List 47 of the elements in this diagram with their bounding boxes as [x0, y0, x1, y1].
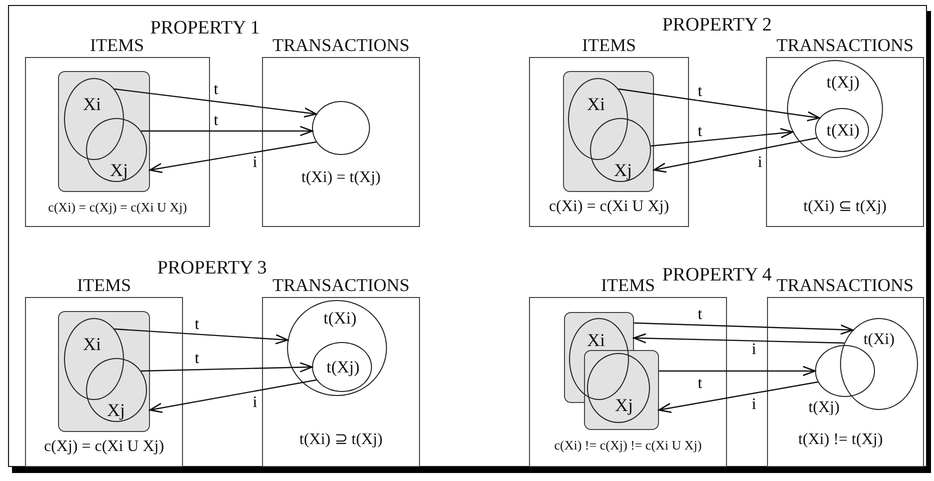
arrow [633, 333, 844, 344]
panel-heading: ITEMS [90, 36, 144, 54]
set-label: t(Xi) [826, 122, 860, 138]
set-label: t(Xj) [326, 358, 360, 376]
set-label: Xj [614, 161, 632, 179]
set-label: t(Xi) [863, 332, 895, 348]
arrow [141, 126, 313, 136]
arrow [141, 362, 313, 372]
set-label: t(Xj) [826, 74, 860, 90]
panel-heading: ITEMS [77, 276, 131, 294]
set-label: Xi [83, 95, 101, 113]
arrow [659, 366, 816, 376]
panel-heading: TRANSACTIONS [272, 276, 410, 294]
set-label: Xi [587, 95, 605, 113]
set-label: Xi [83, 335, 101, 353]
property-title: PROPERTY 1 [150, 18, 260, 38]
set-label: Xi [587, 331, 605, 349]
edge-label: t [696, 84, 704, 100]
arrow [149, 141, 316, 174]
formula-text: c(Xi) != c(Xj) != c(Xi U Xj) [554, 438, 702, 452]
arrow [650, 128, 794, 147]
panel-heading: TRANSACTIONS [776, 36, 914, 54]
formula-text: t(Xi) = t(Xj) [301, 170, 381, 186]
set-label: Xj [107, 401, 125, 419]
arrow [658, 381, 818, 414]
arrow [618, 88, 820, 122]
set-label: t(Xi) [323, 310, 357, 326]
panel-heading: TRANSACTIONS [272, 36, 410, 54]
formula-text: c(Xi) = c(Xj) = c(Xi U Xj) [48, 200, 187, 214]
panel-heading: TRANSACTIONS [776, 276, 914, 294]
panel-heading: ITEMS [582, 36, 636, 54]
property-title: PROPERTY 4 [662, 266, 772, 284]
arrow [149, 379, 316, 413]
formula-text: t(Xi) ⊆ t(Xj) [803, 199, 887, 215]
panel-heading: ITEMS [601, 276, 655, 294]
arrow [634, 322, 854, 335]
property-title: PROPERTY 3 [157, 258, 267, 278]
set-label: Xj [615, 396, 633, 414]
set-label: Xj [110, 161, 128, 179]
formula-text: t(Xi) ⊇ t(Xj) [299, 432, 383, 448]
arrow [114, 88, 317, 118]
arrow [653, 137, 817, 173]
formula-text: c(Xj) = c(Xi U Xj) [44, 439, 164, 455]
arrow [114, 328, 288, 344]
property-title: PROPERTY 2 [662, 16, 772, 34]
formula-text: c(Xi) = c(Xi U Xj) [548, 199, 670, 215]
formula-text: t(Xi) != t(Xj) [798, 432, 883, 448]
